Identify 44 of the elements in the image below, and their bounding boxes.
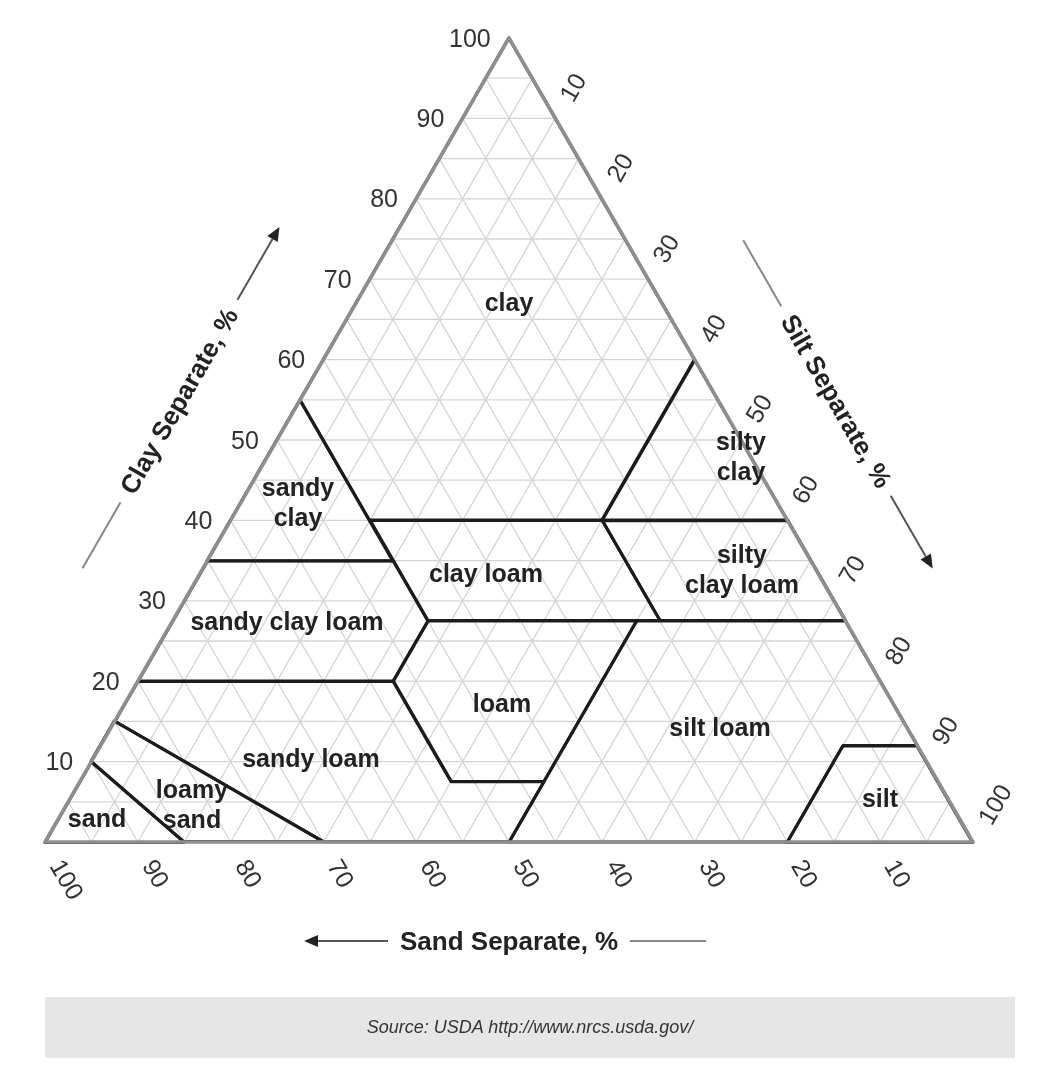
tick-label: 20 — [91, 668, 120, 694]
tick-label: 20 — [601, 149, 638, 186]
tick-label: 10 — [880, 854, 916, 892]
tick-label: 70 — [323, 266, 352, 292]
tick-label: 100 — [449, 25, 491, 51]
tick-label: 40 — [184, 507, 213, 533]
tick-label: 100 — [973, 780, 1016, 830]
tick-label: 100 — [45, 854, 88, 904]
region-label: silty clay loam — [685, 539, 799, 599]
tick-label: 10 — [45, 749, 74, 775]
tick-label: 80 — [880, 631, 916, 669]
tick-label: 60 — [416, 854, 452, 892]
tick-label: 60 — [787, 470, 824, 508]
tick-label: 90 — [416, 105, 445, 131]
region-label: sandy clay loam — [190, 606, 384, 636]
axis-title: Sand Separate, % — [400, 928, 619, 954]
tick-label: 70 — [323, 854, 360, 892]
region-label: silt loam — [669, 712, 771, 742]
tick-label: 50 — [231, 427, 259, 453]
tick-label: 30 — [138, 588, 166, 614]
region-label: loam — [472, 688, 532, 718]
tick-label: 30 — [694, 854, 731, 892]
region-label: sandy loam — [242, 743, 380, 773]
region-label: sandy clay — [261, 472, 335, 532]
tick-label: 30 — [648, 229, 684, 267]
tick-label: 60 — [277, 347, 306, 373]
region-label: silty clay — [715, 426, 766, 486]
region-label: clay — [484, 287, 534, 317]
tick-label: 50 — [741, 390, 777, 428]
region-label: clay loam — [429, 558, 543, 588]
tick-label: 40 — [601, 854, 638, 892]
tick-label: 10 — [555, 68, 592, 106]
tick-label: 90 — [137, 854, 174, 892]
region-label: loamy sand — [155, 774, 229, 834]
tick-label: 70 — [833, 551, 870, 588]
tick-label: 20 — [787, 854, 824, 892]
tick-label: 80 — [230, 854, 267, 892]
source-caption: Source: USDA http://www.nrcs.usda.gov/ — [366, 1017, 694, 1038]
tick-label: 50 — [509, 854, 545, 892]
tick-label: 90 — [926, 712, 963, 749]
tick-label: 40 — [694, 310, 731, 347]
region-label: sand — [67, 803, 127, 833]
tick-label: 80 — [370, 186, 398, 212]
region-label: silt — [861, 783, 899, 813]
